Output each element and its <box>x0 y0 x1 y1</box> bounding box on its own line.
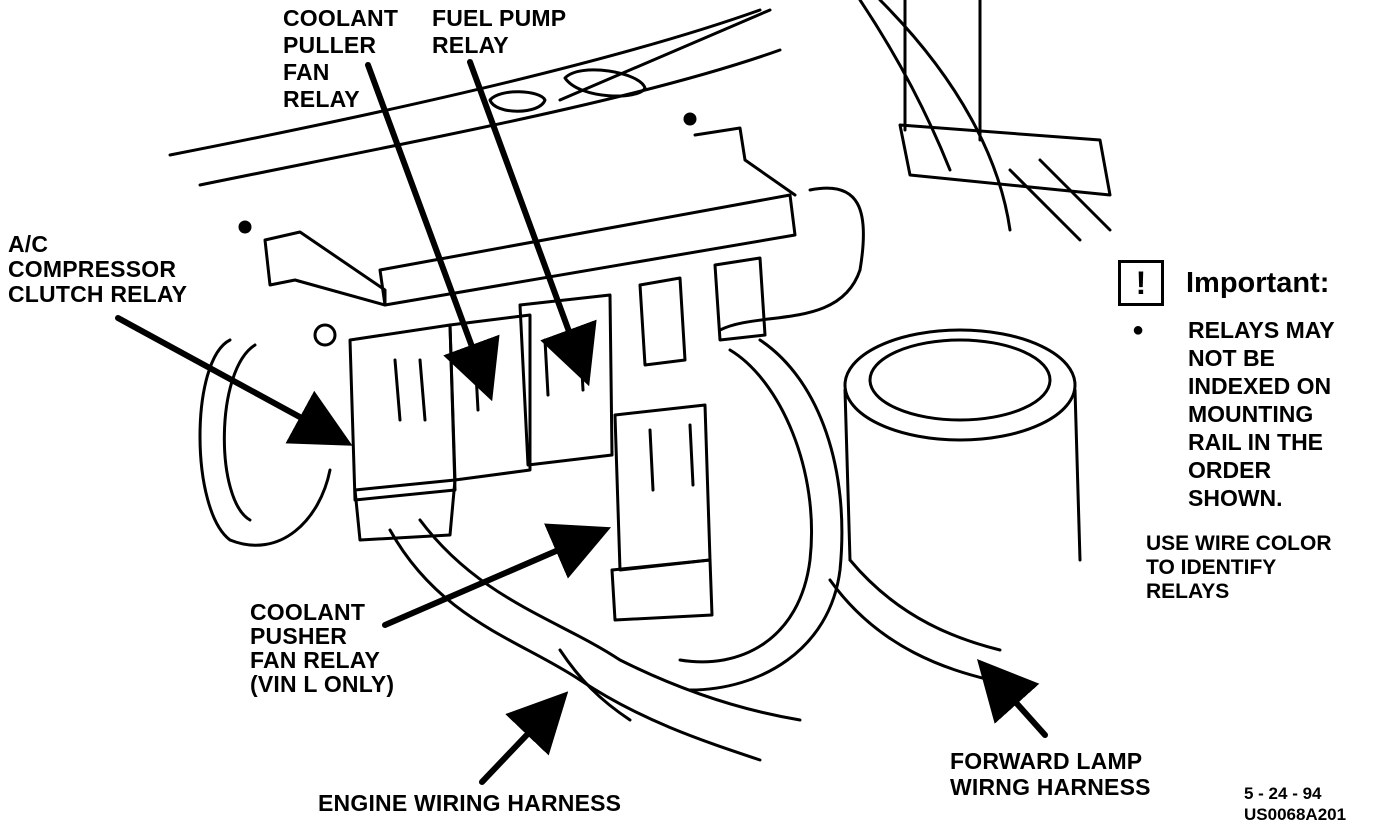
label-line: COMPRESSOR <box>8 256 177 282</box>
relay-rib <box>648 428 655 492</box>
label-forward-lamp-harness: FORWARD LAMP WIRNG HARNESS <box>950 748 1151 800</box>
reservoir-top <box>843 328 1077 442</box>
engine-harness <box>418 518 802 722</box>
note-line: RELAYS <box>1146 580 1230 603</box>
harness-wires <box>688 338 844 692</box>
caution-icon-glyph: ! <box>1135 265 1147 301</box>
fuel-pump-relay-body <box>518 293 614 467</box>
label-line: COOLANT <box>283 5 399 31</box>
label-coolant-pusher-fan-relay: COOLANT PUSHER FAN RELAY (VIN L ONLY) <box>250 600 394 696</box>
hose <box>718 186 865 332</box>
mounting-rail-bracket <box>693 126 797 197</box>
important-note: ! Important: ● RELAYS MAY NOT BE INDEXED… <box>1118 260 1388 512</box>
forward-lamp-harness <box>848 558 1002 652</box>
label-coolant-puller-fan-relay: COOLANT PULLER FAN RELAY <box>283 5 398 113</box>
label-line: ENGINE WIRING HARNESS <box>318 790 622 816</box>
caution-icon: ! <box>1118 260 1164 306</box>
label-line: CLUTCH RELAY <box>8 281 188 307</box>
mounting-rail <box>378 193 797 307</box>
body-panel-line <box>558 8 772 102</box>
arrow-forward-lamp <box>976 659 1048 738</box>
label-line: RELAY <box>432 32 509 58</box>
label-line: PUSHER <box>250 623 348 649</box>
harness-wires <box>678 348 813 664</box>
body-panel-line <box>168 8 762 157</box>
ac-relay-connector <box>353 478 457 542</box>
strut-cap <box>898 123 1112 197</box>
label-line: FORWARD LAMP <box>950 748 1143 774</box>
relay-rib <box>418 358 427 422</box>
mounting-rail-bracket <box>263 230 387 307</box>
important-line: RAIL IN THE <box>1188 429 1324 455</box>
wire-color-note: USE WIRE COLOR TO IDENTIFY RELAYS <box>1146 532 1332 604</box>
label-fuel-pump-relay: FUEL PUMP RELAY <box>432 5 566 59</box>
important-line: MOUNTING <box>1188 401 1314 427</box>
screw <box>683 112 697 126</box>
strut-lines <box>1008 168 1082 242</box>
figure-date: 5 - 24 - 94 <box>1244 784 1322 803</box>
label-line: RELAY <box>283 86 360 112</box>
rail-clip <box>713 256 767 342</box>
important-line: ORDER <box>1188 457 1272 483</box>
figure-footer: 5 - 24 - 94 US0068A201 <box>1244 783 1346 825</box>
puller-relay-body <box>448 313 532 482</box>
relay-rib <box>393 358 402 422</box>
pusher-relay-body <box>613 403 712 572</box>
forward-lamp-harness <box>828 578 992 682</box>
label-line: WIRNG HARNESS <box>950 774 1151 800</box>
body-panel-line <box>858 0 952 172</box>
rail-clip <box>638 276 687 367</box>
relay-rib <box>543 338 550 397</box>
reservoir-side <box>1073 388 1082 562</box>
body-panel-line <box>198 48 782 187</box>
label-line: (VIN L ONLY) <box>250 671 395 697</box>
body-slot <box>563 68 647 98</box>
label-line: A/C <box>8 231 49 257</box>
figure-code: US0068A201 <box>1244 805 1347 824</box>
reservoir-side <box>843 388 852 562</box>
engine-harness-wrap <box>558 648 632 722</box>
strut-lines <box>1038 158 1112 232</box>
pusher-relay-connector <box>610 558 714 622</box>
body-slot <box>488 90 547 113</box>
arrow-coolant-pusher <box>382 523 612 628</box>
relay-rib <box>688 423 695 487</box>
screw <box>238 220 252 234</box>
important-line: INDEXED ON <box>1188 373 1332 399</box>
ac-relay-body <box>348 323 457 502</box>
label-line: FUEL PUMP <box>432 5 567 31</box>
screw <box>313 323 337 347</box>
important-line: RELAYS MAY <box>1188 317 1335 343</box>
label-line: PULLER <box>283 32 377 58</box>
body-panel-line <box>878 0 1012 232</box>
arrow-ac-compressor <box>115 315 353 446</box>
label-ac-compressor-clutch-relay: A/C COMPRESSOR CLUTCH RELAY <box>8 232 187 307</box>
important-title: Important: <box>1186 266 1330 299</box>
label-line: COOLANT <box>250 599 366 625</box>
important-line: SHOWN. <box>1188 485 1283 511</box>
label-line: FAN <box>283 59 330 85</box>
reservoir-rim <box>868 338 1052 422</box>
note-line: USE WIRE COLOR <box>1146 532 1332 555</box>
label-line: FAN RELAY <box>250 647 381 673</box>
bullet-icon: ● <box>1132 319 1145 341</box>
arrow-fuel-pump <box>467 59 597 387</box>
important-line: NOT BE <box>1188 345 1275 371</box>
engine-harness <box>388 528 762 762</box>
hose <box>198 338 332 547</box>
arrow-engine-harness <box>479 691 569 785</box>
note-line: TO IDENTIFY <box>1146 556 1277 579</box>
hose <box>222 343 257 522</box>
label-engine-wiring-harness: ENGINE WIRING HARNESS <box>318 790 621 817</box>
arrow-coolant-puller <box>365 62 500 402</box>
